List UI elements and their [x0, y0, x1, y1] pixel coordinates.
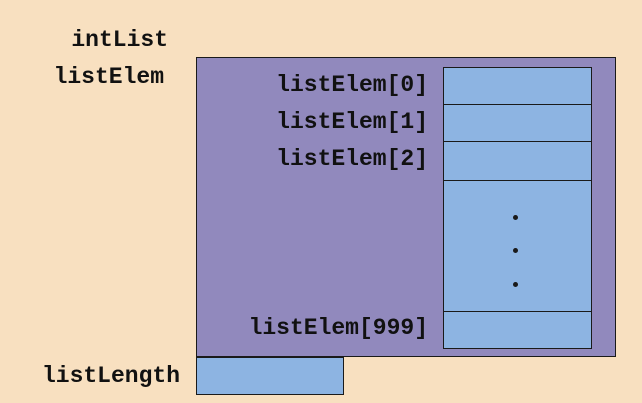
array-cell-0 [443, 67, 592, 105]
length-name-label: listLength [41, 363, 180, 389]
element-label-0: listElem[0] [276, 72, 428, 98]
array-cell-999 [443, 311, 592, 349]
element-label-2: listElem[2] [276, 146, 428, 172]
ellipsis-dot [513, 282, 518, 287]
ellipsis-dot [513, 215, 518, 220]
ellipsis-dot [513, 248, 518, 253]
length-box [196, 357, 344, 395]
array-cell-1 [443, 104, 592, 142]
array-cell-2 [443, 141, 592, 181]
element-label-1: listElem[1] [276, 109, 428, 135]
array-name-label: listElem [53, 64, 164, 90]
array-cell-ellipsis [443, 180, 592, 312]
element-label-999: listElem[999] [248, 315, 428, 341]
struct-name-label: intList [71, 27, 168, 53]
